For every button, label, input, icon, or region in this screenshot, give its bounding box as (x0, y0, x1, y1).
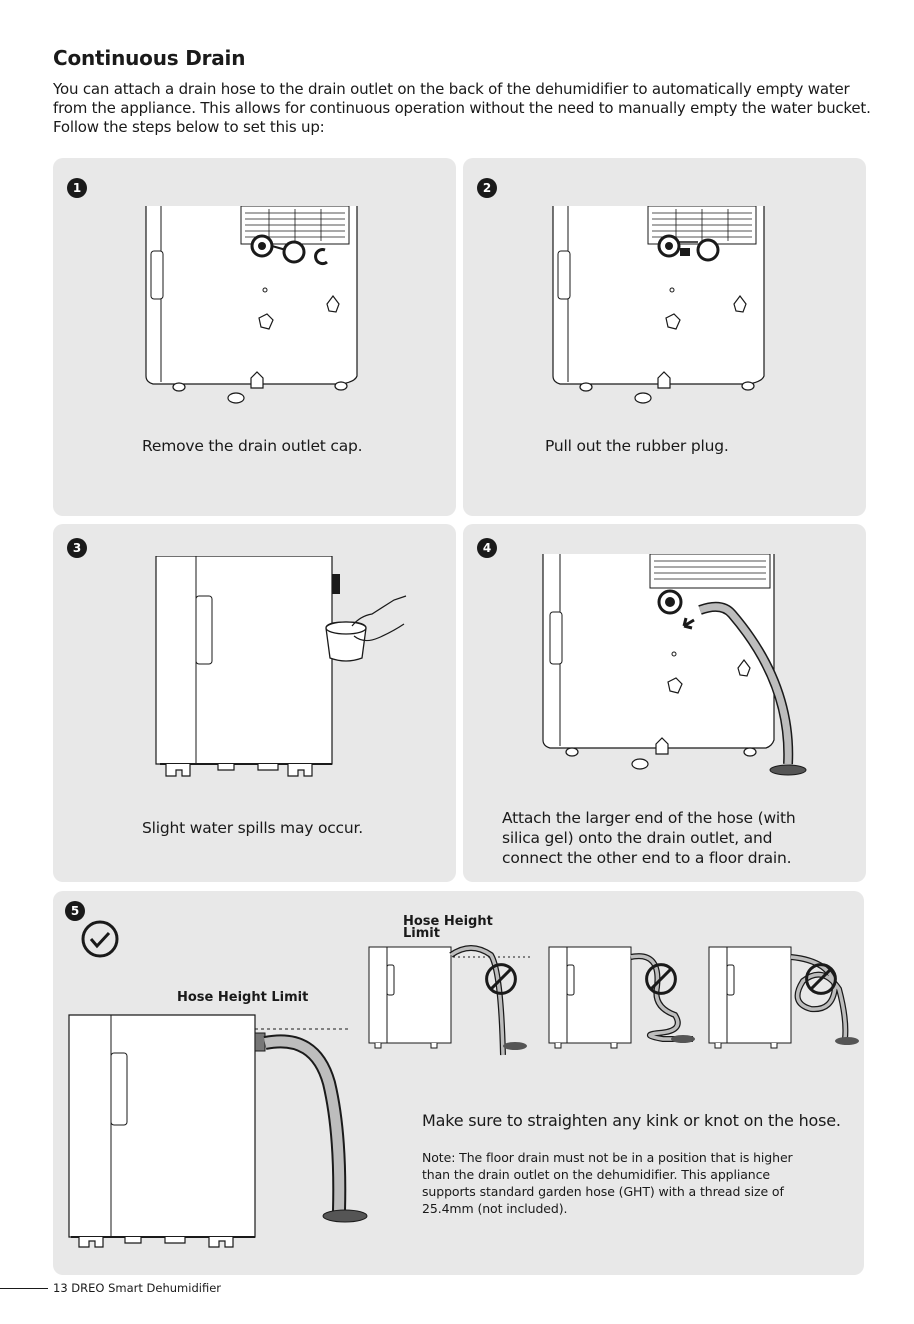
step-4-caption: Attach the larger end of the hose (with … (502, 809, 796, 867)
remove-cap-illustration (141, 206, 371, 416)
step-5-panel: 5 Hose Height Limit Hose Height Limit (53, 891, 864, 1275)
hose-height-limit-label-small: Hose Height Limit (403, 914, 493, 941)
incorrect-hose-kinked-illustration (545, 939, 695, 1059)
intro-paragraph: You can attach a drain hose to the drain… (53, 80, 871, 136)
page-title: Continuous Drain (53, 46, 246, 70)
step-5-number: 5 (65, 901, 85, 921)
attach-hose-illustration (538, 554, 838, 784)
incorrect-hose-looped-illustration (705, 939, 859, 1059)
step-3-caption: Slight water spills may occur. (142, 819, 363, 837)
step-5-caption: Make sure to straighten any kink or knot… (422, 1111, 841, 1130)
footer-rule (0, 1288, 48, 1289)
water-spill-illustration (148, 556, 418, 786)
hose-height-limit-label: Hose Height Limit (177, 990, 309, 1005)
installation-note: Note: The floor drain must not be in a p… (422, 1150, 793, 1216)
correct-hose-illustration (65, 1011, 375, 1261)
step-2-number: 2 (477, 178, 497, 198)
step-1-number: 1 (67, 178, 87, 198)
check-circle-icon (80, 919, 120, 959)
step-4-number: 4 (477, 538, 497, 558)
step-2-panel: 2 Pull out the rubber plug. (463, 158, 866, 516)
step-3-number: 3 (67, 538, 87, 558)
step-1-caption: Remove the drain outlet cap. (142, 437, 363, 455)
step-4-panel: 4 Attach the larger end of (463, 524, 866, 882)
step-2-caption: Pull out the rubber plug. (545, 437, 729, 455)
incorrect-hose-raised-illustration (365, 939, 535, 1059)
step-3-panel: 3 Slight water spills may occur. (53, 524, 456, 882)
step-1-panel: 1 Remove the drain outlet cap. (53, 158, 456, 516)
pull-plug-illustration (548, 206, 778, 416)
page-footer: 13 DREO Smart Dehumidifier (53, 1281, 221, 1295)
